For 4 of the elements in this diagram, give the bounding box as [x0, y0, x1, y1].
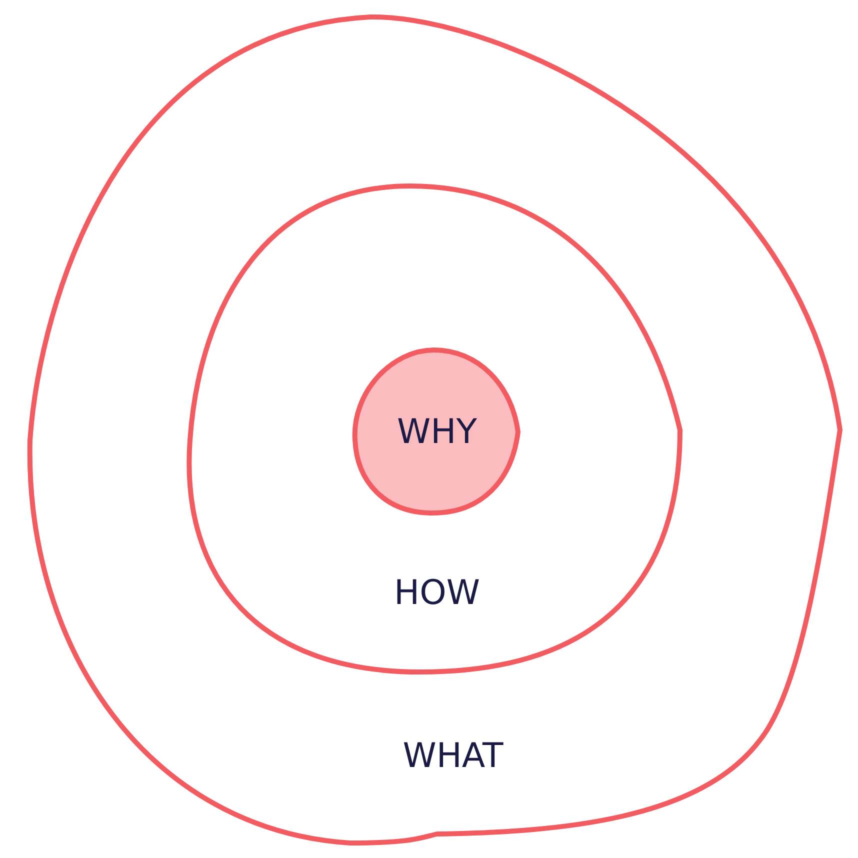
why-label: WHY — [397, 415, 477, 449]
inner-circle — [350, 345, 521, 518]
how-label: HOW — [394, 576, 480, 610]
what-label: WHAT — [402, 739, 504, 773]
